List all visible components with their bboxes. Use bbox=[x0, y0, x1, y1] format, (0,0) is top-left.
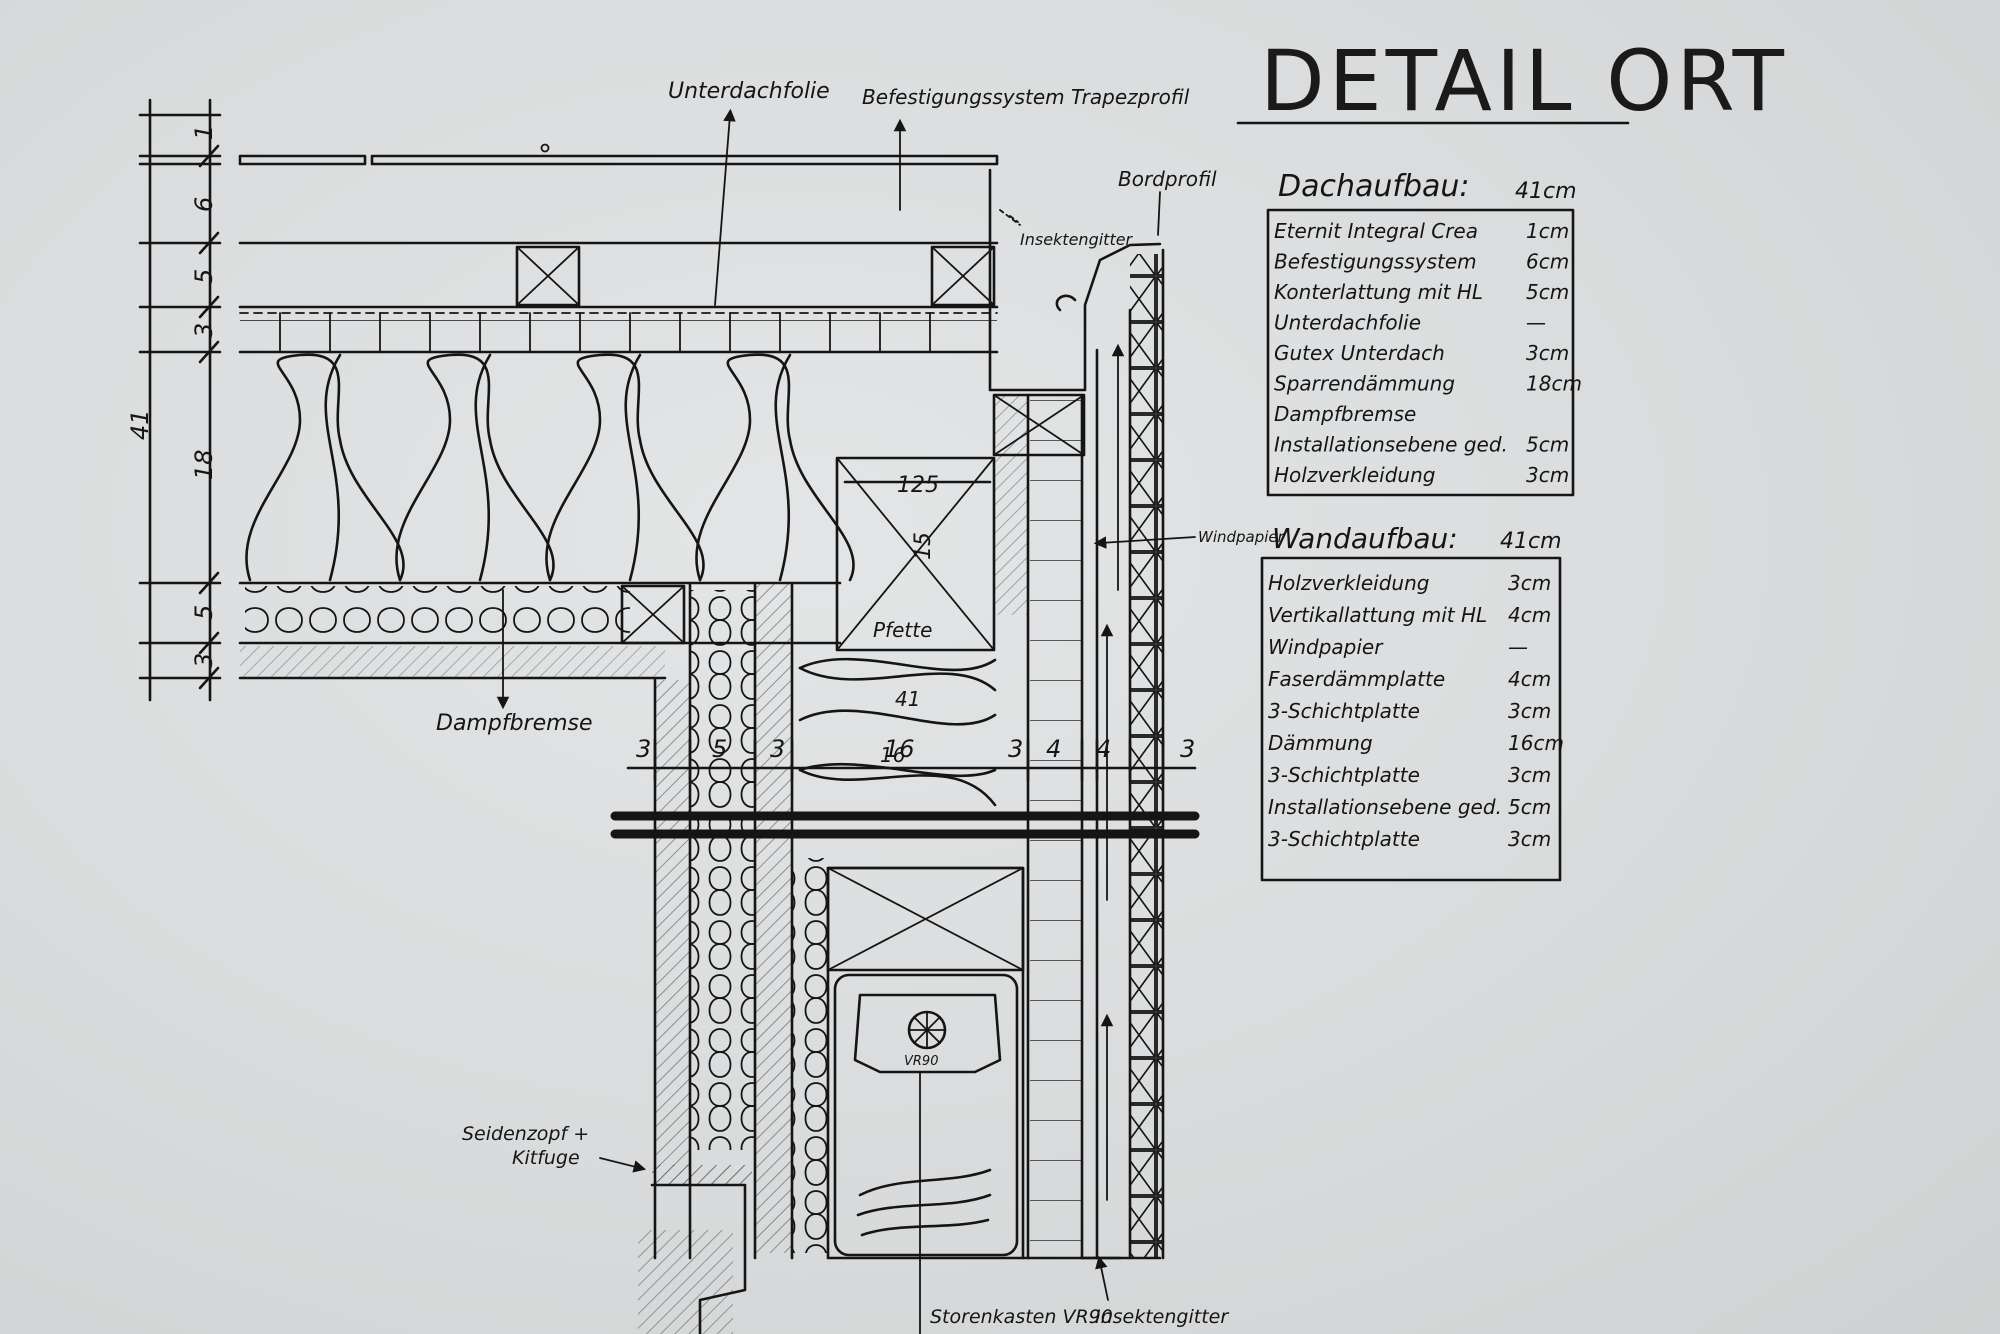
dachaufbau-box bbox=[1266, 208, 1575, 497]
wall-dim-0: 3 bbox=[636, 735, 651, 763]
storenkasten-label: Storenkasten VR90 bbox=[930, 1306, 1113, 1328]
wandaufbau-row-value: 4cm bbox=[1508, 667, 1551, 691]
dachaufbau-row-name: Konterlattung mit HL bbox=[1274, 280, 1483, 304]
pfette-label: Pfette bbox=[873, 618, 932, 642]
wall-dimension-chain: 3 5 3 16 3 4 4 3 bbox=[626, 735, 1197, 782]
roof-dim-0: 1 bbox=[190, 125, 218, 140]
wandaufbau-row-value: 3cm bbox=[1508, 763, 1551, 787]
dim-125-label: 125 bbox=[897, 473, 939, 498]
dachaufbau-row-name: Holzverkleidung bbox=[1274, 463, 1435, 487]
roof-section bbox=[238, 143, 999, 680]
vr90-label: VR90 bbox=[904, 1054, 938, 1069]
wandaufbau-row-value: — bbox=[1508, 635, 1528, 659]
wall-section: 125 15 Pfette 41 16 bbox=[610, 168, 1200, 1334]
dachaufbau-row-value: 18cm bbox=[1526, 372, 1582, 396]
dachaufbau-row-name: Installationsebene ged. bbox=[1274, 433, 1508, 457]
roof-dim-1: 6 bbox=[190, 197, 218, 212]
seidenzopf-label: Seidenzopf + bbox=[462, 1123, 589, 1145]
wandaufbau-heading: Wandaufbau: bbox=[1272, 522, 1458, 555]
wandaufbau-row-name: 3-Schichtplatte bbox=[1268, 827, 1420, 851]
dachaufbau-row-name: Unterdachfolie bbox=[1274, 311, 1421, 335]
wall-dim-5: 4 bbox=[1046, 735, 1061, 763]
wandaufbau-row-name: Dämmung bbox=[1268, 731, 1373, 755]
dachaufbau-heading: Dachaufbau: bbox=[1278, 169, 1470, 204]
wall-dim-6: 4 bbox=[1096, 735, 1111, 763]
wall-dim-1: 5 bbox=[712, 735, 727, 763]
dachaufbau-row-value: 1cm bbox=[1526, 219, 1569, 243]
dachaufbau-row-name: Dampfbremse bbox=[1274, 402, 1416, 426]
roof-dim-4: 18 bbox=[190, 449, 218, 480]
wandaufbau-row-name: 3-Schichtplatte bbox=[1268, 699, 1420, 723]
dachaufbau-row-value: 5cm bbox=[1526, 280, 1569, 304]
kitfuge-label: Kitfuge bbox=[512, 1147, 580, 1169]
dachaufbau-row-name: Gutex Unterdach bbox=[1274, 341, 1445, 365]
wandaufbau-row-value: 3cm bbox=[1508, 699, 1551, 723]
dampfbremse-label: Dampfbremse bbox=[436, 711, 593, 736]
dachaufbau-table: Dachaufbau: 41cm Eternit Integral Crea 1c… bbox=[1266, 169, 1582, 497]
windpapier-label: Windpapier bbox=[1198, 528, 1285, 546]
wandaufbau-row-name: Faserdämmplatte bbox=[1268, 667, 1445, 691]
wandaufbau-row-value: 4cm bbox=[1508, 603, 1551, 627]
dachaufbau-row-value: 6cm bbox=[1526, 250, 1569, 274]
wandaufbau-row-value: 3cm bbox=[1508, 827, 1551, 851]
drawing-title: DETAIL ORT bbox=[1260, 32, 1788, 130]
dim-41-wall-label: 41 bbox=[895, 687, 920, 711]
wandaufbau-total: 41cm bbox=[1500, 529, 1562, 554]
dachaufbau-total: 41cm bbox=[1515, 179, 1577, 204]
unterdachfolie-label: Unterdachfolie bbox=[668, 79, 830, 104]
bordprofil-label: Bordprofil bbox=[1118, 167, 1217, 191]
annotations: Unterdachfolie Befestigungssystem Trapez… bbox=[436, 79, 1285, 1328]
roof-dim-6: 3 bbox=[190, 653, 218, 668]
dachaufbau-row-name: Befestigungssystem bbox=[1274, 250, 1477, 274]
wandaufbau-row-value: 5cm bbox=[1508, 795, 1551, 819]
dachaufbau-row-value: 3cm bbox=[1526, 341, 1569, 365]
wandaufbau-row-name: Windpapier bbox=[1268, 635, 1384, 659]
insektengitter-top-label: Insektengitter bbox=[1020, 230, 1134, 249]
roof-dim-2: 5 bbox=[190, 269, 218, 284]
insektengitter-bottom-label: Insektengitter bbox=[1095, 1306, 1229, 1328]
roof-total-dim: 41 bbox=[126, 409, 154, 440]
wall-dim-3: 16 bbox=[884, 735, 915, 763]
dachaufbau-rows: Eternit Integral Crea 1cmBefestigungssyst… bbox=[1274, 219, 1582, 487]
wandaufbau-box bbox=[1260, 556, 1562, 882]
dim-15-label: 15 bbox=[911, 532, 936, 560]
roof-dimension-chain: 1 6 5 3 18 5 3 41 bbox=[126, 98, 222, 702]
dachaufbau-row-name: Eternit Integral Crea bbox=[1274, 219, 1478, 243]
wandaufbau-row-name: 3-Schichtplatte bbox=[1268, 763, 1420, 787]
dachaufbau-row-value: — bbox=[1526, 311, 1546, 335]
befestigung-label: Befestigungssystem Trapezprofil bbox=[862, 85, 1190, 109]
roof-dim-5: 5 bbox=[190, 605, 218, 620]
dachaufbau-row-value: 5cm bbox=[1526, 433, 1569, 457]
wandaufbau-row-name: Vertikallattung mit HL bbox=[1268, 603, 1487, 627]
wandaufbau-row-value: 3cm bbox=[1508, 571, 1551, 595]
wall-dim-4: 3 bbox=[1008, 735, 1023, 763]
dachaufbau-row-name: Sparrendämmung bbox=[1274, 372, 1455, 396]
wandaufbau-row-name: Holzverkleidung bbox=[1268, 571, 1429, 595]
roof-dim-3: 3 bbox=[190, 323, 218, 338]
wandaufbau-row-value: 16cm bbox=[1508, 731, 1564, 755]
wall-dim-2: 3 bbox=[770, 735, 785, 763]
wall-dim-7: 3 bbox=[1180, 735, 1195, 763]
dachaufbau-row-value: 3cm bbox=[1526, 463, 1569, 487]
wandaufbau-row-name: Installationsebene ged. bbox=[1268, 795, 1502, 819]
dim-16-label: 16 bbox=[880, 743, 905, 767]
